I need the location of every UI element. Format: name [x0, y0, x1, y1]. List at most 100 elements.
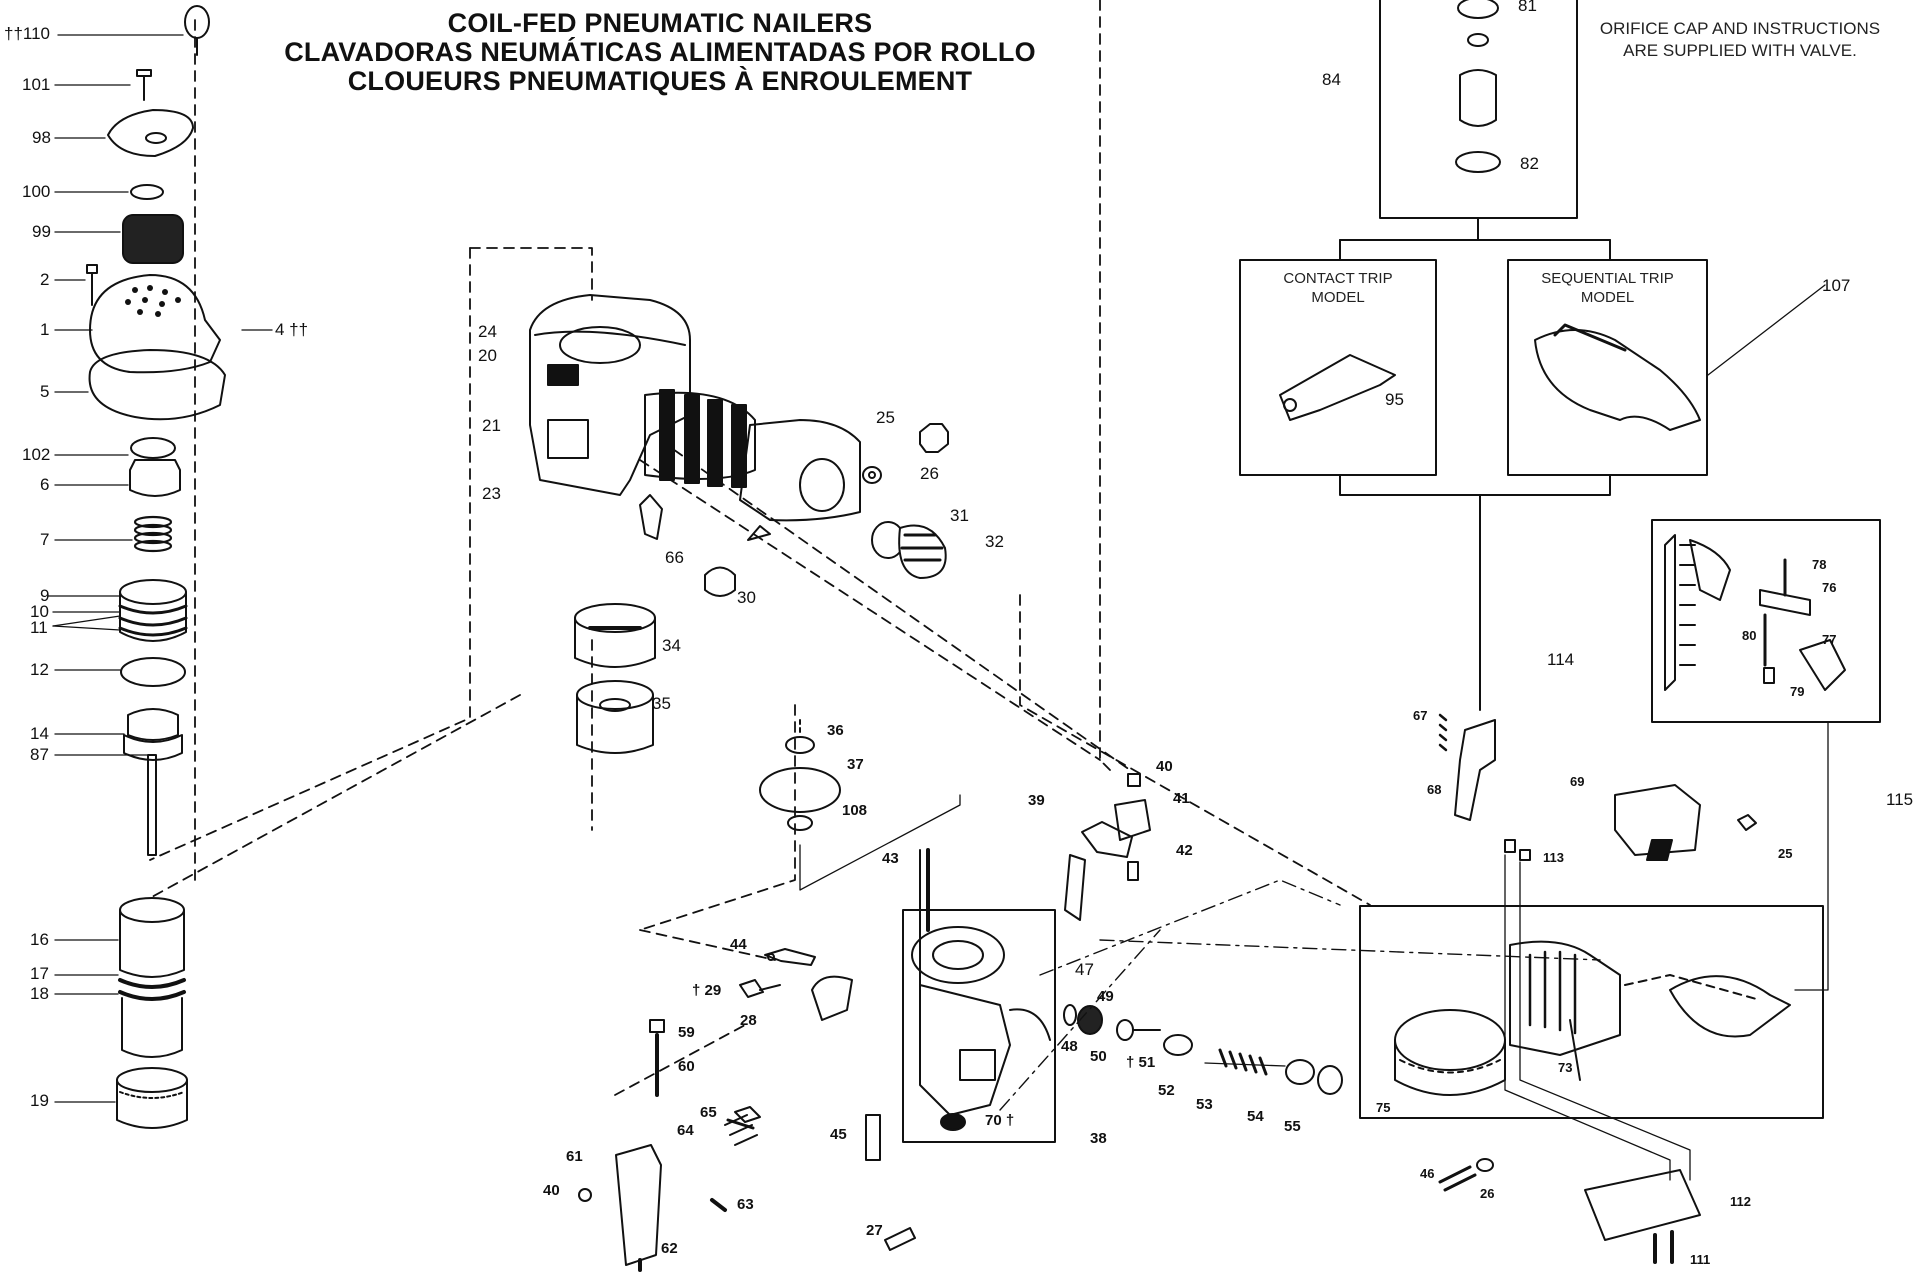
leader-lines: [47, 34, 273, 1103]
part-label-80: 80: [1742, 628, 1757, 643]
part-label-102: 102: [22, 445, 51, 464]
part-label-10: 10: [30, 602, 49, 621]
part-label-30: 30: [737, 588, 756, 607]
part-label-64: 64: [677, 1122, 694, 1139]
part-label-65: 65: [700, 1104, 717, 1121]
end-cap-parts: [704, 423, 949, 597]
part-label-54: 54: [1247, 1108, 1264, 1125]
assembly-guide-lines: [149, 0, 1371, 1096]
contact-trip-label-1: CONTACT TRIP: [1283, 270, 1393, 287]
part-label-68: 68: [1427, 782, 1442, 797]
part-label-51: † 51: [1126, 1054, 1156, 1071]
bottom-right-parts: [1438, 1158, 1701, 1264]
part-label-20: 20: [478, 346, 497, 365]
part-label-66: 66: [665, 548, 684, 567]
part-label-2: 2: [40, 270, 50, 289]
part-label-40b: 40: [1156, 758, 1173, 775]
part-label-77: 77: [1822, 632, 1837, 647]
part-label-25a: 25: [876, 408, 895, 427]
part-label-19: 19: [30, 1091, 49, 1110]
part-label-42: 42: [1176, 842, 1193, 859]
nose-assembly: [739, 848, 1056, 1251]
part-label-35: 35: [652, 694, 671, 713]
part-label-9: 9: [40, 586, 50, 605]
part-label-41: 41: [1173, 790, 1190, 807]
part-label-11: 11: [30, 618, 48, 637]
part-label-55: 55: [1284, 1118, 1301, 1135]
part-label-23: 23: [482, 484, 501, 503]
part-label-28: 28: [740, 1012, 757, 1029]
part-label-7: 7: [40, 530, 50, 549]
title-line-1: COIL-FED PNEUMATIC NAILERS: [447, 8, 873, 38]
part-label-38: 38: [1090, 1130, 1107, 1147]
part-label-47: 47: [1075, 960, 1094, 979]
part-label-45: 45: [830, 1126, 847, 1143]
part-label-67: 67: [1413, 708, 1428, 723]
magazine-detail-box: [1359, 905, 1824, 1119]
part-label-113: 113: [1543, 850, 1564, 865]
title-line-2: CLAVADORAS NEUMÁTICAS ALIMENTADAS POR RO…: [284, 37, 1036, 67]
valve-detail-box: [1239, 0, 1826, 711]
part-label-24: 24: [478, 322, 497, 341]
safety-valve-parts: [1063, 1004, 1343, 1095]
part-label-98: 98: [32, 128, 51, 147]
part-label-39: 39: [1028, 792, 1045, 809]
part-label-26a: 26: [920, 464, 939, 483]
part-label-32: 32: [985, 532, 1004, 551]
part-label-84: 84: [1322, 70, 1341, 89]
part-label-101: 101: [22, 75, 51, 94]
part-label-79: 79: [1790, 684, 1805, 699]
part-label-53: 53: [1196, 1096, 1213, 1113]
part-label-100: 100: [22, 182, 51, 201]
sequential-trip-label-1: SEQUENTIAL TRIP: [1541, 270, 1674, 287]
contact-trip-label-2: MODEL: [1311, 289, 1365, 306]
part-label-12: 12: [30, 660, 49, 679]
part-label-99: 99: [32, 222, 51, 241]
part-label-82: 82: [1520, 154, 1539, 173]
trip-and-cover-parts: [1438, 713, 1757, 1181]
trigger-valve-parts: [578, 1019, 761, 1272]
valve-note-line-1: ORIFICE CAP AND INSTRUCTIONS: [1599, 19, 1881, 38]
part-label-76: 76: [1822, 580, 1837, 595]
part-label-34: 34: [662, 636, 681, 655]
part-label-48: 48: [1061, 1038, 1078, 1055]
part-label-59: 59: [678, 1024, 695, 1041]
part-label-50: 50: [1090, 1048, 1107, 1065]
part-label-5: 5: [40, 382, 50, 401]
part-label-112: 112: [1730, 1194, 1751, 1209]
part-label-43: 43: [882, 850, 899, 867]
part-label-73: 73: [1558, 1060, 1573, 1075]
part-label-95: 95: [1385, 390, 1404, 409]
part-label-31: 31: [950, 506, 969, 525]
part-label-60: 60: [678, 1058, 695, 1075]
part-label-63: 63: [737, 1196, 754, 1213]
part-label-108: 108: [842, 802, 868, 819]
part-label-29: † 29: [692, 982, 722, 999]
part-label-14: 14: [30, 724, 49, 743]
part-label-1: 1: [40, 320, 50, 339]
bushing-parts: [574, 603, 656, 754]
part-label-111: 111: [1690, 1252, 1711, 1267]
part-label-21: 21: [482, 416, 501, 435]
part-label-78: 78: [1812, 557, 1827, 572]
part-label-16: 16: [30, 930, 49, 949]
part-label-107: 107: [1822, 276, 1851, 295]
part-label-46: 46: [1420, 1166, 1435, 1181]
part-label-81: 81: [1518, 0, 1537, 15]
seal-parts: [759, 719, 961, 891]
top-cap-stack: [86, 5, 226, 1129]
title-line-3: CLOUEURS PNEUMATIQUES À ENROULEMENT: [347, 66, 973, 96]
part-label-114: 114: [1547, 650, 1575, 669]
part-label-36: 36: [827, 722, 844, 739]
sequential-trip-label-2: MODEL: [1580, 289, 1635, 306]
part-label-115: 115: [1886, 790, 1914, 809]
part-label-61: 61: [566, 1148, 583, 1165]
main-housing: [529, 294, 861, 541]
part-label-4: 4 ††: [275, 320, 309, 339]
detail-box-114: [1651, 519, 1881, 991]
part-label-70: 70 †: [985, 1112, 1015, 1129]
part-label-25b: 25: [1778, 846, 1793, 861]
part-label-26b: 26: [1480, 1186, 1495, 1201]
part-label-87: 87: [30, 745, 49, 764]
